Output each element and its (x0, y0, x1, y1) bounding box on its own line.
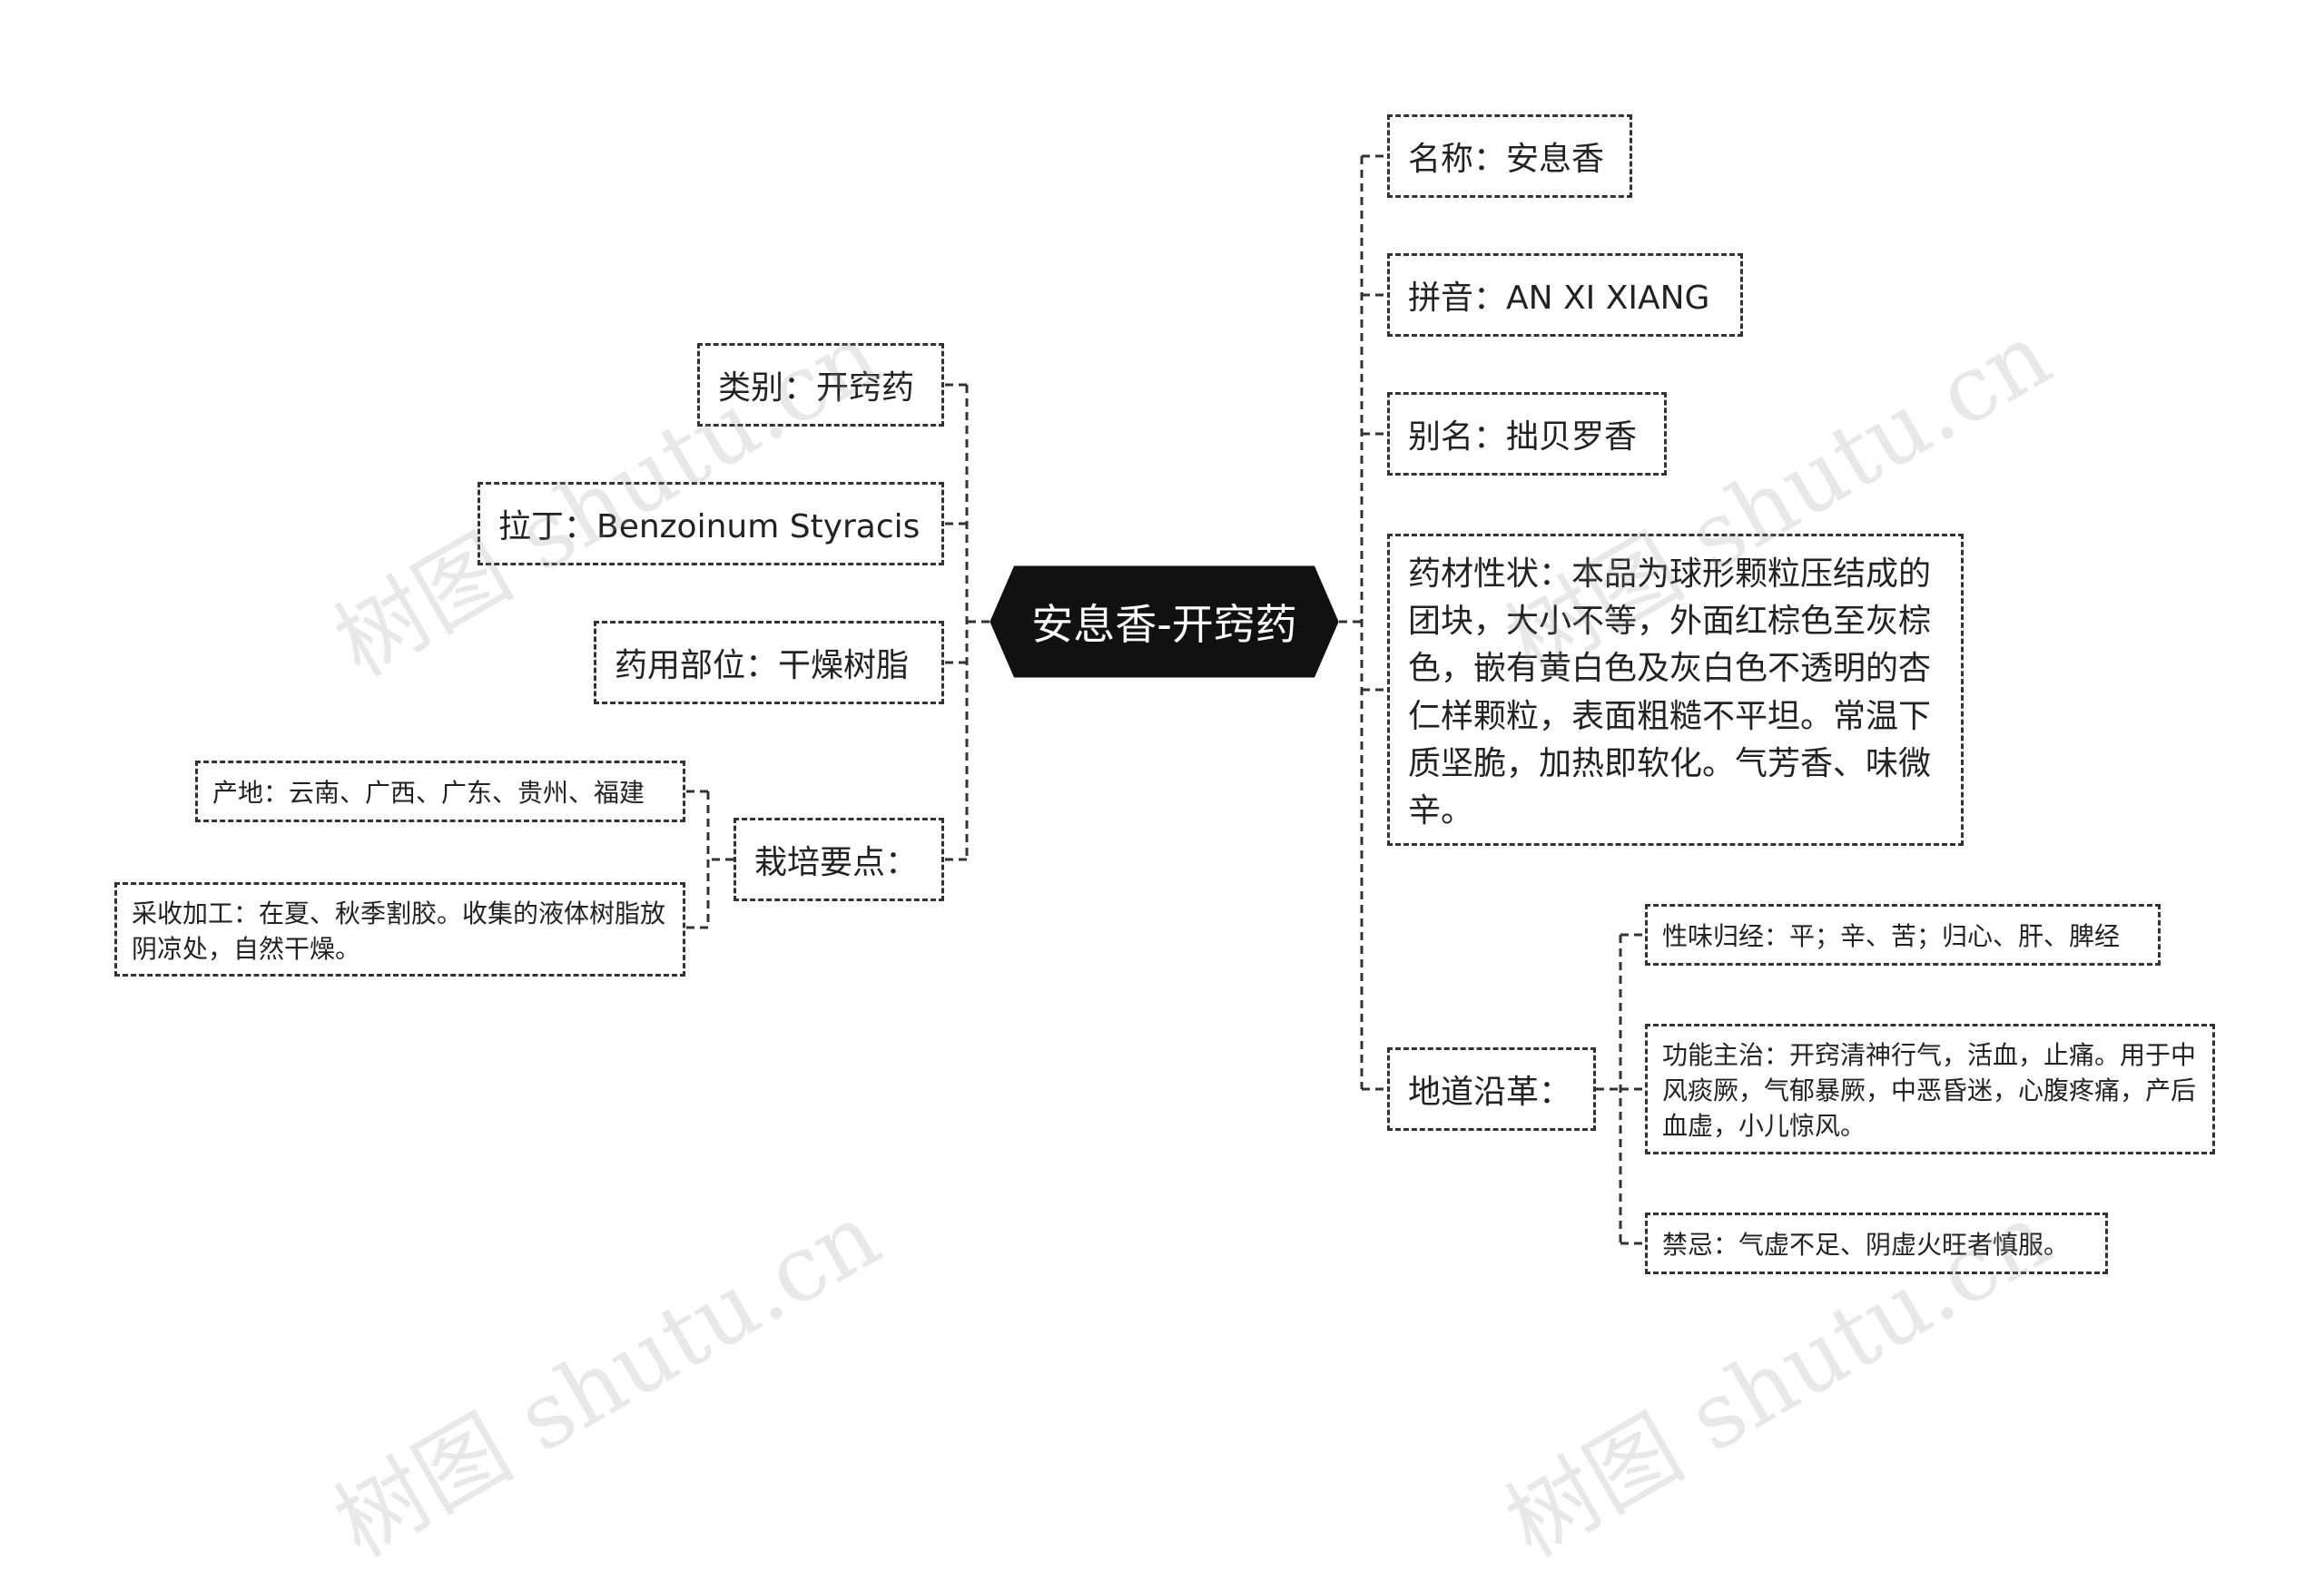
node-medicinal-part[interactable]: 药用部位：干燥树脂 (594, 621, 944, 704)
center-hexagon-shape (990, 565, 1339, 678)
node-latin[interactable]: 拉丁：Benzoinum Styracis (478, 482, 944, 565)
node-taboo-label: 禁忌：气虚不足、阴虚火旺者慎服。 (1662, 1230, 2070, 1260)
node-authentic-label: 地道沿革： (1408, 1074, 1572, 1111)
node-taboo[interactable]: 禁忌：气虚不足、阴虚火旺者慎服。 (1645, 1213, 2108, 1274)
mindmap-canvas: 安息香-开窍药 类别：开窍药 拉丁：Benzoinum Styracis 药用部… (114, 114, 2215, 1577)
node-function-label: 功能主治：开窍清神行气，活血，止痛。用于中风痰厥，气郁暴厥，中恶昏迷，心腹疼痛，… (1662, 1040, 2197, 1142)
node-taste-label: 性味归经：平；辛、苦；归心、肝、脾经 (1662, 921, 2121, 951)
node-name[interactable]: 名称：安息香 (1387, 114, 1632, 198)
node-medicinal-part-label: 药用部位：干燥树脂 (615, 647, 910, 684)
node-cultivation[interactable]: 栽培要点： (734, 818, 944, 901)
node-harvest-label: 采收加工：在夏、秋季割胶。收集的液体树脂放阴凉处，自然干燥。 (132, 899, 666, 965)
node-name-label: 名称：安息香 (1408, 141, 1605, 178)
connector-lines (685, 154, 1645, 1245)
node-latin-label: 拉丁：Benzoinum Styracis (498, 508, 921, 545)
node-pinyin-label: 拼音：AN XI XIANG (1408, 280, 1710, 317)
node-properties[interactable]: 药材性状：本品为球形颗粒压结成的团块，大小不等，外面红棕色至灰棕色，嵌有黄白色及… (1387, 534, 1964, 846)
node-function[interactable]: 功能主治：开窍清神行气，活血，止痛。用于中风痰厥，气郁暴厥，中恶昏迷，心腹疼痛，… (1645, 1024, 2215, 1154)
node-category-label: 类别：开窍药 (718, 369, 915, 407)
node-cultivation-label: 栽培要点： (754, 844, 919, 881)
node-alias[interactable]: 别名：拙贝罗香 (1387, 392, 1667, 476)
center-topic-label: 安息香-开窍药 (1031, 600, 1297, 649)
node-authentic[interactable]: 地道沿革： (1387, 1047, 1596, 1131)
node-origin[interactable]: 产地：云南、广西、广东、贵州、福建 (195, 761, 685, 822)
center-topic[interactable]: 安息香-开窍药 (990, 565, 1339, 678)
node-origin-label: 产地：云南、广西、广东、贵州、福建 (212, 778, 645, 808)
node-pinyin[interactable]: 拼音：AN XI XIANG (1387, 253, 1743, 337)
node-category[interactable]: 类别：开窍药 (697, 343, 944, 427)
node-alias-label: 别名：拙贝罗香 (1408, 418, 1638, 456)
node-taste[interactable]: 性味归经：平；辛、苦；归心、肝、脾经 (1645, 904, 2161, 966)
node-harvest[interactable]: 采收加工：在夏、秋季割胶。收集的液体树脂放阴凉处，自然干燥。 (114, 882, 685, 977)
node-properties-label: 药材性状：本品为球形颗粒压结成的团块，大小不等，外面红棕色至灰棕色，嵌有黄白色及… (1408, 555, 1932, 830)
